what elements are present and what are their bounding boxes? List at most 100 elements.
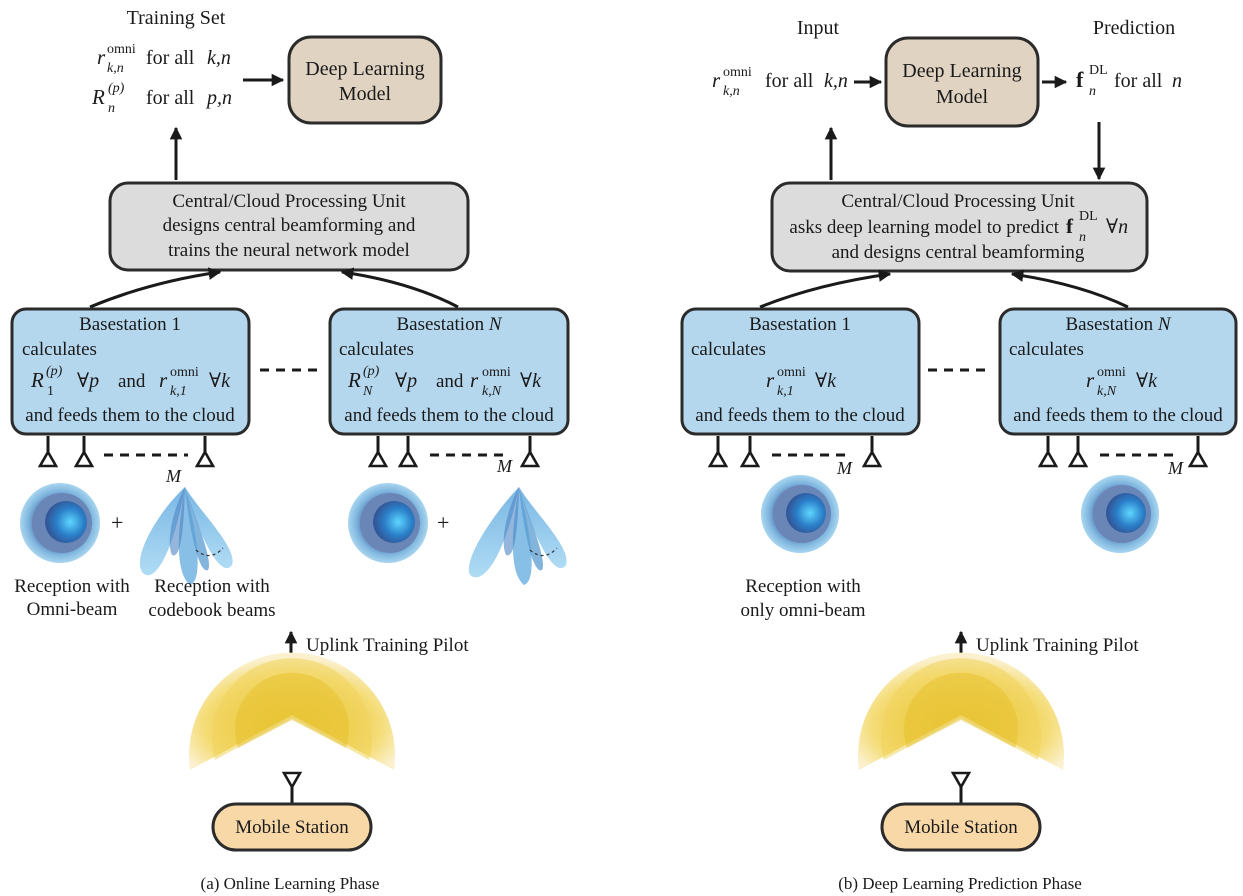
training-R-sub: n xyxy=(108,101,115,116)
antenna-icon xyxy=(397,449,419,468)
caption-b: (b) Deep Learning Prediction Phase xyxy=(838,874,1082,893)
cpu-f-sub: n xyxy=(1079,230,1086,245)
cpu-line-2: designs central beamforming and xyxy=(163,215,416,236)
antenna-icon xyxy=(367,449,389,468)
bsN-antenna-array: M xyxy=(1037,436,1209,478)
antenna-icon xyxy=(1037,449,1059,468)
input-r-sup: omni xyxy=(723,65,752,80)
codebook-beams-icon xyxy=(468,487,567,585)
mobile-station-label: Mobile Station xyxy=(904,817,1018,838)
reception-codebook-line-1: Reception with xyxy=(154,576,270,597)
input-r-text: for all xyxy=(765,70,814,92)
antenna-icon xyxy=(73,449,95,468)
input-expression: r omni k,n for all k,n xyxy=(712,65,848,99)
training-R-sup: (p) xyxy=(108,81,125,96)
cpu-line-3: and designs central beamforming xyxy=(832,242,1085,263)
basestation-1-box xyxy=(10,307,251,436)
bsN-title: Basestation N xyxy=(396,314,502,335)
arrow-bsN-to-cpu xyxy=(340,267,459,309)
arrow-bs1-to-cpu xyxy=(759,269,892,309)
antenna-icon xyxy=(861,449,883,468)
training-r-sub: k,n xyxy=(107,61,124,76)
bs1-forall-k: ∀k xyxy=(815,370,837,392)
bsN-R-var: R xyxy=(347,368,361,392)
uplink-label-a: Uplink Training Pilot xyxy=(306,635,469,656)
training-set-title: Training Set xyxy=(127,7,226,29)
mobile-station-box xyxy=(880,802,1042,852)
omni-beam-icon xyxy=(20,483,100,563)
omni-beam-icon xyxy=(348,483,428,563)
bsN-feeds: and feeds them to the cloud xyxy=(1013,405,1223,426)
input-title: Input xyxy=(797,17,840,39)
cpu-line-2: asks deep learning model to predict f DL… xyxy=(789,209,1128,245)
arrow-bs1-to-cpu xyxy=(89,267,222,309)
basestation-1-box xyxy=(680,307,921,436)
pred-f-sub: n xyxy=(1089,84,1096,99)
bs1-title: Basestation 1 xyxy=(749,314,851,335)
bs1-R-sup: (p) xyxy=(46,364,63,379)
bs1-r-var: r xyxy=(159,368,168,392)
antenna-count-label: M xyxy=(836,458,853,478)
dl-model-box xyxy=(884,36,1040,128)
antenna-icon xyxy=(739,449,761,468)
cpu-line-2-text: asks deep learning model to predict xyxy=(789,217,1059,238)
training-R-idx: p,n xyxy=(205,87,232,109)
bs1-forall-p: ∀p xyxy=(77,370,99,392)
pred-f-text: for all xyxy=(1114,70,1163,92)
bs1-antenna-array: M xyxy=(37,436,216,486)
antenna-count-label: M xyxy=(165,466,182,486)
basestation-n-box xyxy=(328,307,570,436)
antenna-icon xyxy=(194,449,216,468)
arrow-bsN-to-cpu xyxy=(1010,269,1129,309)
antenna-icon xyxy=(281,771,303,790)
cpu-f-sup: DL xyxy=(1079,209,1098,224)
pred-f-idx: n xyxy=(1172,70,1182,92)
cpu-line-1: Central/Cloud Processing Unit xyxy=(841,191,1075,212)
panel-a: Training Set r omni k,n for all k,n R (p… xyxy=(10,7,570,893)
bsN-forall-k: ∀k xyxy=(1136,370,1158,392)
bs1-calculates: calculates xyxy=(22,339,97,360)
antenna-icon xyxy=(707,449,729,468)
bsN-r-sup: omni xyxy=(482,365,511,380)
bs1-antenna-array: M xyxy=(707,436,883,478)
antenna-count-label: M xyxy=(1167,458,1184,478)
mobile-station-label: Mobile Station xyxy=(235,817,349,838)
bsN-r-sub: k,N xyxy=(1097,384,1117,399)
antenna-icon xyxy=(1067,449,1089,468)
dl-model-label-2: Model xyxy=(339,83,392,105)
prediction-title: Prediction xyxy=(1093,17,1175,39)
bs1-r-sub: k,1 xyxy=(170,384,187,399)
bsN-calculates: calculates xyxy=(339,339,414,360)
bs1-feeds: and feeds them to the cloud xyxy=(695,405,905,426)
bs1-r-sub: k,1 xyxy=(777,384,794,399)
cpu-line-1: Central/Cloud Processing Unit xyxy=(172,191,406,212)
input-r-sub: k,n xyxy=(723,84,740,99)
reception-omni-line-1: Reception with xyxy=(14,576,130,597)
pilot-wave-icon xyxy=(858,652,1064,770)
bsN-r-var: r xyxy=(470,368,479,392)
reception-codebook-line-2: codebook beams xyxy=(148,600,275,621)
dl-model-label-1: Deep Learning xyxy=(305,58,424,80)
uplink-label-b: Uplink Training Pilot xyxy=(976,635,1139,656)
bs1-r-var: r xyxy=(766,368,775,392)
omni-beam-icon xyxy=(1081,475,1159,553)
omni-beam-icon xyxy=(761,475,839,553)
antenna-icon xyxy=(950,771,972,790)
caption-a: (a) Online Learning Phase xyxy=(201,874,380,893)
bsN-calculates: calculates xyxy=(1009,339,1084,360)
bsN-forall-k: ∀k xyxy=(520,370,542,392)
bs1-r-sup: omni xyxy=(170,365,199,380)
bsN-R-sup: (p) xyxy=(363,364,380,379)
bsN-r-sub: k,N xyxy=(482,384,502,399)
bs1-R-var: R xyxy=(30,368,44,392)
bsN-feeds: and feeds them to the cloud xyxy=(344,405,554,426)
training-r-var: r xyxy=(97,45,106,69)
pred-f-var: f xyxy=(1076,67,1084,92)
input-r-idx: k,n xyxy=(824,70,848,92)
input-r-var: r xyxy=(712,68,721,92)
antenna-icon xyxy=(37,449,59,468)
bsN-antenna-array: M xyxy=(367,436,541,476)
mobile-station-box xyxy=(211,802,373,852)
bs1-and: and xyxy=(118,371,146,392)
plus-sign-a2: + xyxy=(437,510,449,535)
